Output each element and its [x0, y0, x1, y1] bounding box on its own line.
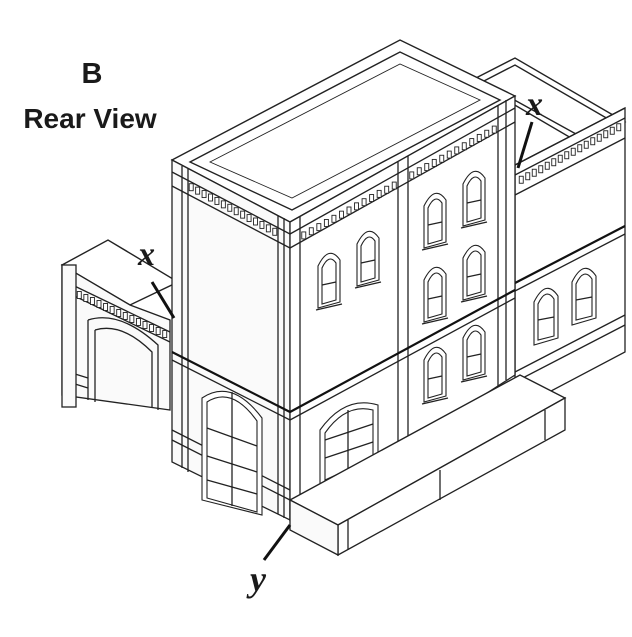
dentil [331, 214, 337, 223]
dentil [454, 146, 460, 155]
dentil [316, 223, 322, 232]
dentil [409, 171, 415, 180]
dentil [609, 126, 615, 135]
dentil [195, 186, 201, 195]
dentil [116, 309, 122, 317]
dentil [491, 125, 497, 134]
figure-title: Rear View [23, 103, 157, 134]
dentil [531, 168, 537, 177]
dentil [122, 312, 128, 320]
callout-x-right: x [526, 86, 543, 123]
dentil [339, 210, 344, 219]
dentil [272, 227, 278, 236]
dentil [446, 150, 452, 159]
dentil [323, 219, 329, 227]
dentil [354, 202, 359, 211]
dentil [89, 297, 95, 305]
dentil [227, 203, 233, 212]
dentil [391, 181, 397, 190]
dentil [551, 158, 557, 167]
loading-platform [288, 374, 567, 557]
dentil [570, 147, 576, 156]
right-wing-dentils [518, 123, 622, 184]
arched-window [315, 252, 343, 311]
left-wing-dentils [76, 291, 168, 338]
dentil [149, 324, 155, 332]
leader-x-left [150, 281, 176, 319]
dentil [109, 306, 115, 314]
dentil [214, 196, 220, 205]
dentil [376, 189, 382, 198]
dentil [188, 183, 194, 192]
front-windows [315, 170, 488, 405]
figure-letter: B [81, 58, 103, 90]
callout-x-left: x [138, 236, 155, 273]
leader-y [262, 524, 292, 561]
dentil [525, 172, 531, 181]
side-double-door [201, 390, 263, 516]
dentil [308, 227, 314, 236]
dentil [416, 167, 422, 176]
dentil [142, 321, 148, 329]
arched-window [421, 266, 449, 325]
dentil [616, 123, 622, 132]
dentil [518, 175, 524, 184]
dentil [246, 214, 252, 223]
dentil [577, 144, 583, 153]
dentil [596, 133, 602, 142]
right-wing-window-2 [571, 267, 597, 326]
arched-window [460, 324, 488, 383]
dentil [564, 151, 570, 160]
dentil [265, 224, 271, 233]
dentil [259, 220, 265, 229]
dentil [135, 318, 141, 326]
dentil [240, 210, 246, 219]
dentil [361, 198, 367, 207]
arched-window [460, 244, 488, 303]
dentil [76, 291, 82, 299]
main-left-dentils [188, 183, 278, 236]
left-wing [60, 239, 180, 411]
dentil [253, 217, 258, 226]
callout-y: y [250, 559, 266, 599]
dentil [557, 154, 563, 163]
arched-window [460, 170, 488, 229]
dentil [476, 133, 482, 142]
dentil [469, 138, 475, 147]
dentil [439, 154, 445, 163]
dentil [544, 161, 550, 170]
dentil [369, 194, 375, 202]
dentil [201, 190, 207, 199]
arched-window [354, 230, 382, 289]
dentil [129, 315, 135, 323]
main-right-dentils [301, 125, 497, 240]
dentil [233, 207, 239, 216]
right-wing [470, 57, 627, 412]
dentil [208, 193, 213, 202]
dentil [424, 163, 430, 172]
dentil [583, 140, 589, 149]
dentil [538, 165, 544, 174]
dentil [484, 129, 490, 138]
arched-window [421, 346, 449, 405]
dentil [83, 294, 89, 302]
dentil [461, 142, 467, 151]
leader-x-right [516, 121, 534, 169]
dentil [220, 200, 226, 209]
dentil [346, 206, 352, 215]
arched-window [421, 192, 449, 251]
dentil [162, 330, 168, 338]
dentil [103, 303, 109, 311]
dentil [431, 158, 437, 167]
right-wing-window-1 [533, 287, 559, 346]
dentil [603, 130, 609, 139]
dentil [301, 231, 307, 240]
dentil [155, 327, 161, 335]
right-wing-wall [514, 106, 626, 412]
dentil [590, 137, 596, 146]
dentil [384, 185, 390, 194]
dentil [96, 300, 102, 308]
